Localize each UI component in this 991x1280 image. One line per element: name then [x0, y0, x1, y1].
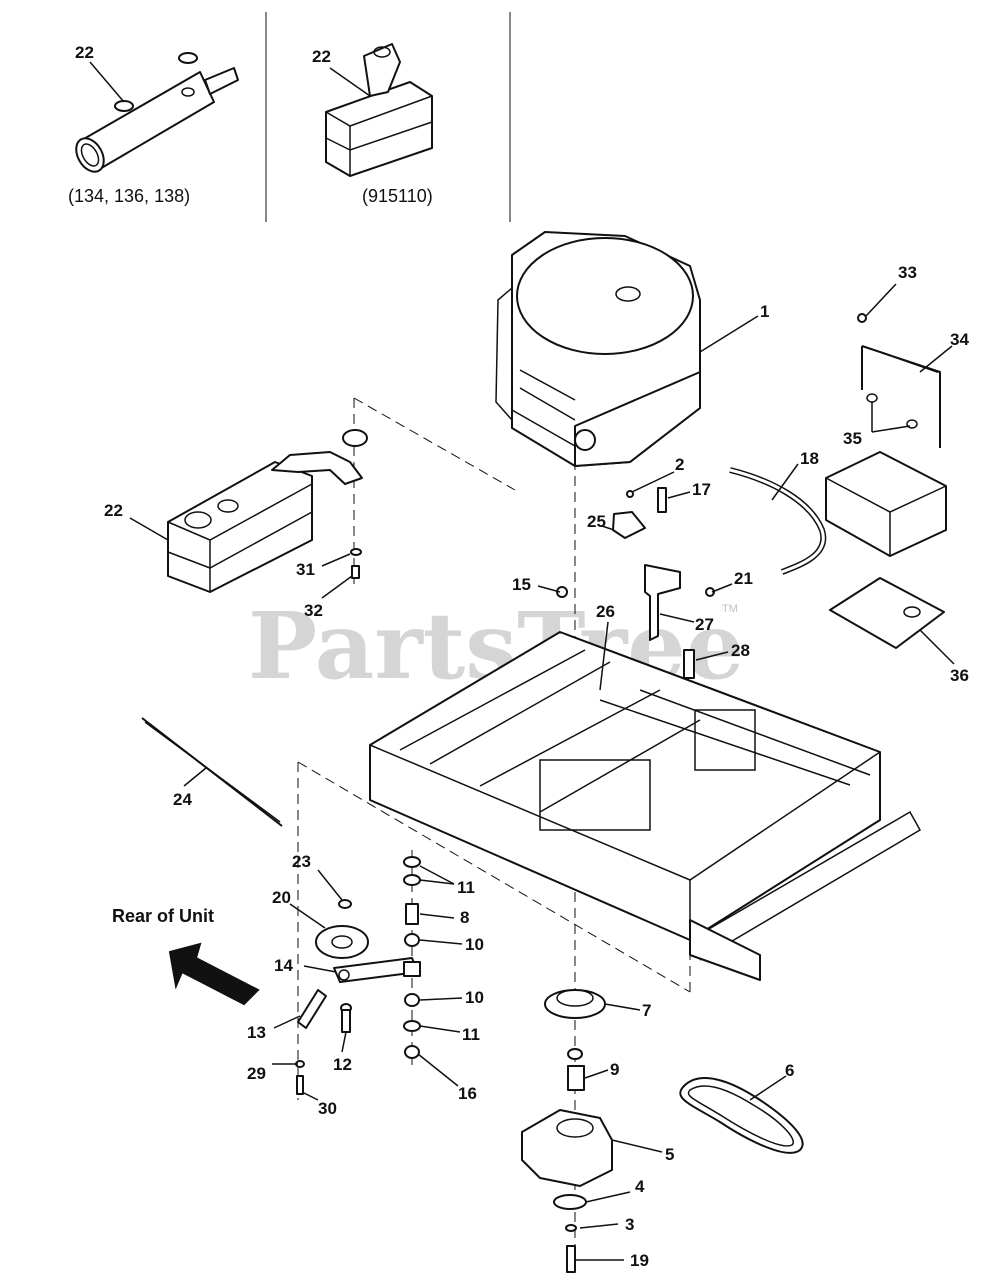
callout-18: 18 — [800, 449, 819, 468]
callout-10-lower: 10 — [465, 988, 484, 1007]
battery — [825, 451, 947, 557]
callout-10-upper: 10 — [465, 935, 484, 954]
pivot-stack — [403, 856, 421, 1059]
battery-mat — [829, 577, 945, 649]
callout-16: 16 — [458, 1084, 477, 1103]
belt — [679, 1077, 804, 1154]
callouts: 1 2 3 4 5 6 7 8 9 10 10 11 11 12 13 14 — [104, 263, 969, 1270]
muffler — [167, 429, 368, 593]
callout-15: 15 — [512, 575, 531, 594]
callout-36: 36 — [950, 666, 969, 685]
callout-29: 29 — [247, 1064, 266, 1083]
callout-25: 25 — [587, 512, 606, 531]
callout-2: 2 — [675, 455, 684, 474]
box-muffler-drawing — [325, 43, 433, 177]
callout-33: 33 — [898, 263, 917, 282]
variant-caption-2: (915110) — [362, 186, 433, 206]
rear-of-unit-indicator: Rear of Unit — [112, 906, 260, 1006]
callout-20: 20 — [272, 888, 291, 907]
variant-caption-1: (134, 136, 138) — [68, 186, 190, 206]
callout-30: 30 — [318, 1099, 337, 1118]
callout-21: 21 — [734, 569, 753, 588]
callout-11-lower: 11 — [462, 1025, 480, 1044]
callout-23: 23 — [292, 852, 311, 871]
engine — [495, 231, 701, 467]
callout-17: 17 — [692, 480, 711, 499]
variant-panels: 22 (134, 136, 138) 22 (915110) — [68, 12, 511, 222]
callout-34: 34 — [950, 330, 969, 349]
callout-32: 32 — [304, 601, 323, 620]
callout-5: 5 — [665, 1145, 674, 1164]
watermark-trademark: TM — [722, 603, 738, 615]
callout-14: 14 — [274, 956, 293, 975]
callout-22-variant-1: 22 — [75, 43, 94, 62]
callout-7: 7 — [642, 1001, 651, 1020]
callout-4: 4 — [635, 1177, 645, 1196]
callout-3: 3 — [625, 1215, 634, 1234]
callout-22-variant-2: 22 — [312, 47, 331, 66]
callout-28: 28 — [731, 641, 750, 660]
callout-27: 27 — [695, 615, 714, 634]
chassis-frame — [369, 631, 922, 981]
callout-19: 19 — [630, 1251, 649, 1270]
variant-muffler-box: 22 (915110) — [312, 43, 433, 206]
small-brackets — [556, 487, 715, 679]
cylindrical-muffler-drawing — [75, 52, 239, 173]
drive-stack — [521, 989, 613, 1273]
fuel-line — [729, 467, 827, 575]
callout-35: 35 — [843, 429, 862, 448]
callout-1: 1 — [760, 302, 769, 321]
rod — [141, 717, 283, 827]
callout-11-upper: 11 — [457, 878, 475, 897]
rear-of-unit-label: Rear of Unit — [112, 906, 214, 926]
callout-31: 31 — [296, 560, 315, 579]
rear-direction-arrow — [168, 942, 260, 1006]
callout-8: 8 — [460, 908, 469, 927]
callout-9: 9 — [610, 1060, 619, 1079]
callout-6: 6 — [785, 1061, 794, 1080]
idler-assembly — [295, 899, 419, 1095]
callout-12: 12 — [333, 1055, 352, 1074]
callout-13: 13 — [247, 1023, 266, 1042]
callout-26: 26 — [596, 602, 615, 621]
variant-muffler-cylindrical: 22 (134, 136, 138) — [68, 43, 239, 206]
callout-24: 24 — [173, 790, 192, 809]
muffler-hardware — [350, 548, 362, 579]
callout-22: 22 — [104, 501, 123, 520]
